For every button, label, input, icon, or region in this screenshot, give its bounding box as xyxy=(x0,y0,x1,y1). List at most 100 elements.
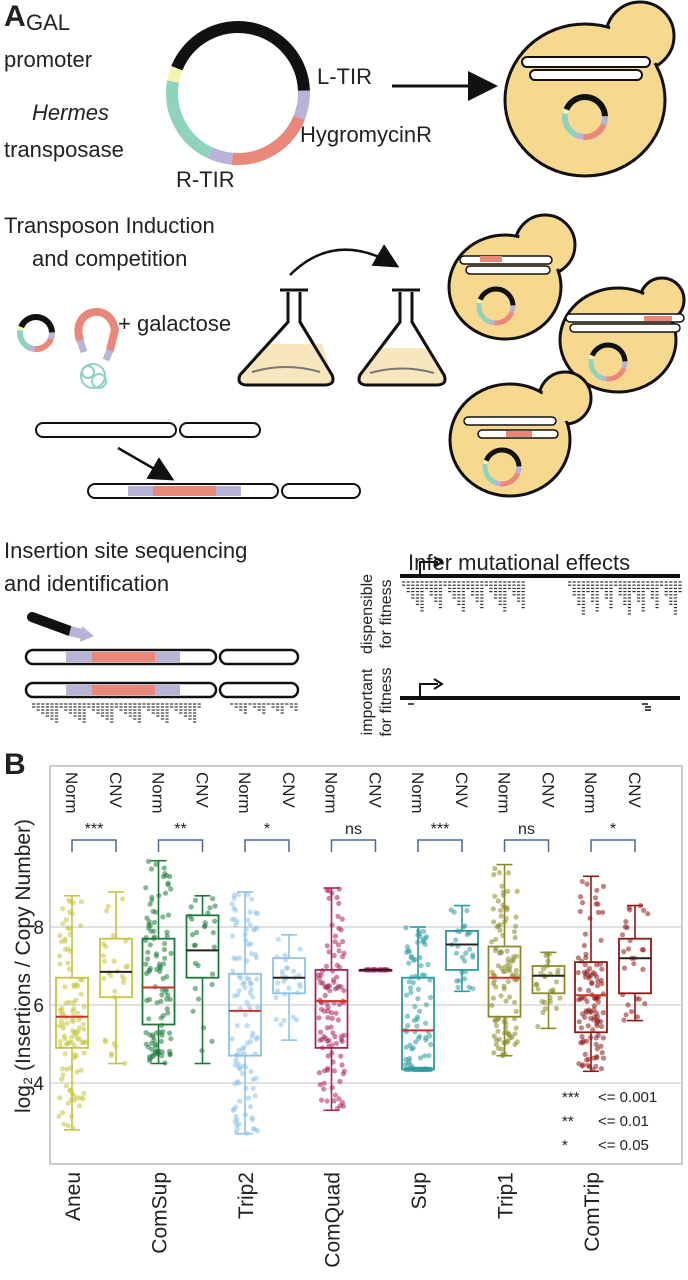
data-point xyxy=(599,966,605,972)
significance-label: * xyxy=(264,821,270,838)
data-point xyxy=(123,938,129,944)
data-point xyxy=(590,970,596,976)
trip2-cnv-points xyxy=(273,936,303,1028)
data-point xyxy=(246,1003,252,1009)
data-point xyxy=(165,912,172,918)
data-point xyxy=(232,907,239,913)
data-point xyxy=(492,893,498,899)
data-point xyxy=(165,992,171,998)
data-point xyxy=(406,960,412,966)
data-point xyxy=(58,1018,64,1024)
data-point xyxy=(160,975,166,982)
data-point xyxy=(579,1034,585,1040)
data-point xyxy=(510,957,516,963)
data-point xyxy=(491,919,497,925)
data-point xyxy=(249,951,255,957)
data-point xyxy=(153,951,160,957)
data-point xyxy=(587,1009,593,1015)
data-point xyxy=(621,965,628,971)
insertion-reads-dispensable xyxy=(402,581,682,615)
data-point xyxy=(72,1051,78,1057)
data-point xyxy=(329,1015,335,1022)
data-point xyxy=(495,963,501,969)
data-point xyxy=(238,975,244,981)
significance-label: *** xyxy=(85,821,104,838)
data-point xyxy=(146,968,152,974)
data-point xyxy=(147,901,153,907)
data-point xyxy=(336,948,342,954)
data-point xyxy=(274,988,281,994)
data-point xyxy=(192,985,198,992)
data-point xyxy=(325,1015,331,1021)
data-point xyxy=(406,979,412,985)
data-point xyxy=(64,1020,70,1026)
data-point xyxy=(491,1050,497,1056)
data-point xyxy=(245,891,251,898)
comquad-norm-points xyxy=(315,886,347,1112)
y-tick-label: 4 xyxy=(33,1074,44,1095)
comquad-norm-box xyxy=(314,969,349,1049)
data-point xyxy=(120,979,126,986)
comtrip-norm-box xyxy=(574,961,608,1034)
data-point xyxy=(418,963,424,969)
data-point xyxy=(628,1009,635,1015)
data-point xyxy=(427,977,433,983)
data-point xyxy=(326,1037,332,1043)
data-point xyxy=(514,888,520,894)
data-point xyxy=(505,1039,511,1045)
data-point xyxy=(101,975,107,982)
data-point xyxy=(600,909,606,916)
data-point xyxy=(534,981,540,987)
sequencing-primer xyxy=(27,612,94,642)
data-point xyxy=(505,870,512,876)
x-label-comtrip: ComTrip xyxy=(581,1172,604,1252)
data-point xyxy=(104,908,110,914)
data-point xyxy=(594,983,601,989)
data-point xyxy=(240,1070,246,1077)
data-point xyxy=(201,923,207,930)
data-point xyxy=(580,900,586,906)
data-point xyxy=(642,1001,648,1007)
data-point xyxy=(416,1008,423,1014)
yeast-cell-2 xyxy=(558,276,686,394)
data-point xyxy=(514,953,520,959)
data-point xyxy=(498,948,504,955)
plasmid-segment-hygromycin xyxy=(231,115,305,165)
flask-1 xyxy=(237,288,335,387)
header-cnv: CNV xyxy=(106,772,125,809)
data-point xyxy=(78,899,84,905)
data-point xyxy=(244,1022,250,1028)
data-point xyxy=(453,937,459,943)
data-point xyxy=(512,1031,518,1037)
data-point xyxy=(425,961,431,968)
data-point xyxy=(461,976,468,982)
data-point xyxy=(411,1017,417,1024)
data-point xyxy=(577,908,583,915)
data-point xyxy=(575,970,581,976)
data-point xyxy=(470,952,476,958)
data-point xyxy=(557,995,563,1001)
data-point xyxy=(205,910,211,916)
data-point xyxy=(229,933,236,939)
data-point xyxy=(594,995,600,1001)
data-point xyxy=(162,941,168,947)
data-point xyxy=(535,1023,541,1030)
significance-label: ** xyxy=(174,821,186,838)
data-point xyxy=(74,1069,80,1075)
data-point xyxy=(594,887,600,893)
header-cnv: CNV xyxy=(279,772,298,809)
data-point xyxy=(321,1086,327,1092)
data-point xyxy=(496,870,503,876)
data-point xyxy=(540,966,547,972)
significance-bracket xyxy=(157,839,204,852)
data-point xyxy=(407,985,414,991)
data-point xyxy=(511,999,518,1005)
data-point xyxy=(158,1038,164,1044)
data-point xyxy=(247,922,253,928)
data-point xyxy=(189,932,196,938)
data-point xyxy=(404,949,410,955)
data-point xyxy=(621,949,627,955)
data-point xyxy=(234,1126,240,1132)
data-point xyxy=(232,993,238,999)
data-point xyxy=(505,888,511,894)
